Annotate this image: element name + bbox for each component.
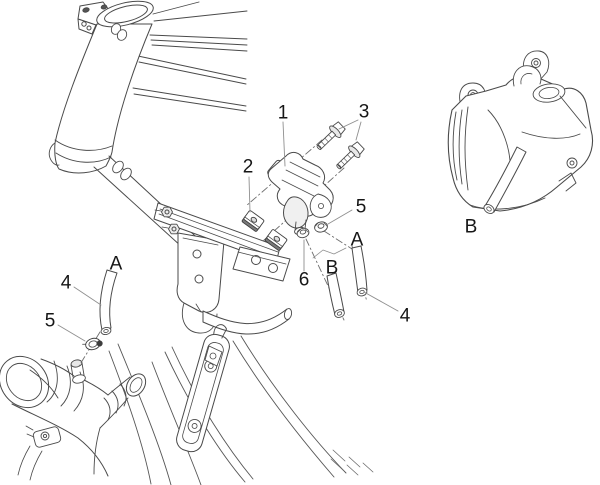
flange-bolt-2 <box>336 141 365 170</box>
grab-tube <box>195 303 293 335</box>
callout-a-hose-left: A <box>109 253 123 275</box>
callout-b-airbox: B <box>464 216 478 238</box>
hose-a-short <box>351 245 368 297</box>
callout-5-center: 5 <box>355 196 367 218</box>
frame-spar-lines <box>132 1 248 112</box>
duct-nipple-port <box>70 359 86 384</box>
callout-1: 1 <box>277 102 289 124</box>
retaining-clip-2 <box>264 229 288 251</box>
hose-clamp <box>82 337 103 351</box>
hex-nut-6 <box>296 227 310 239</box>
hose-routing-tick <box>312 247 347 259</box>
intake-duct-assembly <box>0 355 147 481</box>
stay-bracket <box>176 324 230 453</box>
rear-bodywork <box>108 303 374 485</box>
callout-a-hose-center: A <box>350 229 364 251</box>
hose-b-short <box>326 272 345 318</box>
flange-bolt-1 <box>316 121 346 150</box>
duct-mount-tab <box>17 425 62 481</box>
callout-leader-lines <box>57 119 399 342</box>
airbox-assembly <box>447 50 594 214</box>
hose-a-curved <box>99 269 118 336</box>
callout-4-left: 4 <box>60 272 72 294</box>
steering-head-tube <box>48 0 154 174</box>
panel-rib-marks <box>330 449 374 476</box>
airbox-drain-hose <box>483 146 527 214</box>
callout-3: 3 <box>358 101 370 123</box>
callout-b-hose-center: B <box>325 257 339 279</box>
duct-outlet-branch <box>99 373 147 429</box>
airbox-body <box>447 75 594 212</box>
secondary-air-valve <box>267 151 334 236</box>
callout-5-left: 5 <box>44 310 56 332</box>
retaining-clip-1 <box>241 210 265 232</box>
valve-mount-plate <box>232 246 291 282</box>
callout-2: 2 <box>242 156 254 178</box>
frame-assembly <box>48 0 291 334</box>
callout-4-center: 4 <box>399 305 411 327</box>
hex-nut-5 <box>314 221 328 233</box>
callout-6: 6 <box>298 269 310 291</box>
